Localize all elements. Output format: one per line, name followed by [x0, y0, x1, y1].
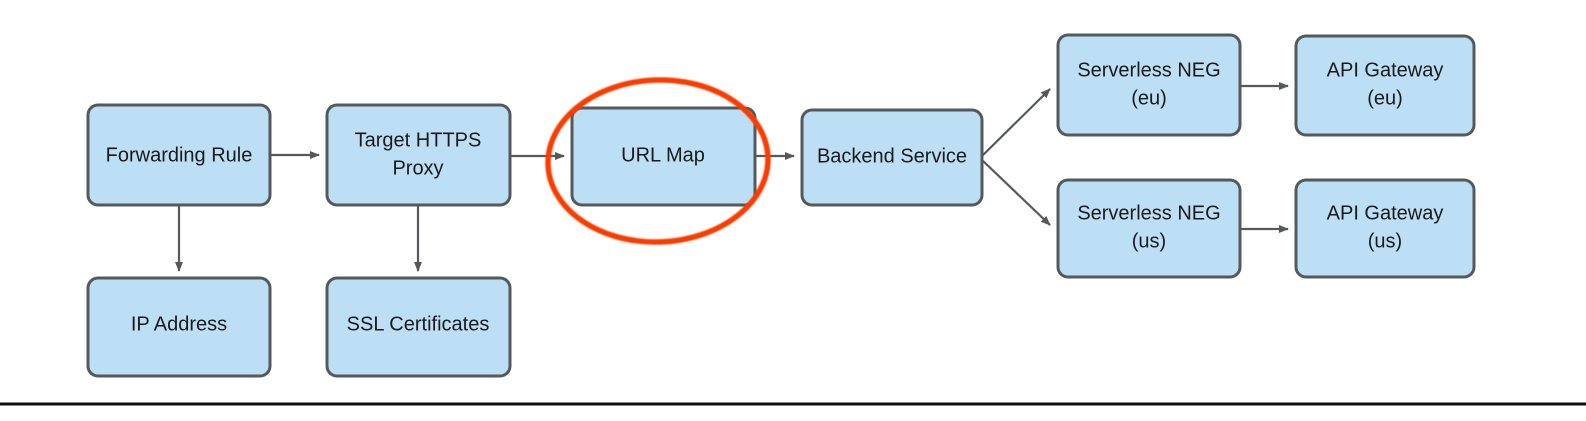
node-api-gateway-us-shape[interactable]: [1294, 178, 1476, 279]
node-serverless-neg-us[interactable]: Serverless NEG (us): [1056, 178, 1242, 279]
node-target-https-proxy-shape[interactable]: [325, 103, 512, 207]
node-api-gateway-eu[interactable]: API Gateway (eu): [1294, 34, 1476, 137]
node-ssl-certificates-label: SSL Certificates: [347, 313, 490, 335]
node-api-gateway-eu-shape[interactable]: [1294, 34, 1476, 137]
node-backend-service-label: Backend Service: [817, 145, 967, 167]
node-serverless-neg-eu-label-line1: Serverless NEG: [1077, 59, 1220, 81]
node-ip-address-shape[interactable]: [86, 276, 272, 378]
edge-layer: [175, 82, 1289, 272]
node-backend-service[interactable]: Backend Service: [800, 108, 984, 207]
node-layer: Forwarding Rule IP Address Target HTTPS …: [86, 33, 1476, 378]
node-forwarding-rule-label: Forwarding Rule: [106, 144, 253, 166]
node-url-map[interactable]: URL Map: [570, 106, 757, 207]
node-forwarding-rule[interactable]: Forwarding Rule: [86, 103, 272, 207]
node-target-https-proxy-label-line1: Target HTTPS: [355, 129, 482, 151]
node-api-gateway-us-label-line2: (us): [1368, 230, 1402, 252]
node-forwarding-rule-shape[interactable]: [86, 103, 272, 207]
edge-backend-service-to-serverless-neg-eu: [981, 88, 1051, 157]
node-serverless-neg-us-shape[interactable]: [1056, 178, 1242, 279]
node-url-map-label: URL Map: [621, 144, 705, 166]
node-api-gateway-us[interactable]: API Gateway (us): [1294, 178, 1476, 279]
url-map-highlight-ellipse: [545, 77, 771, 245]
node-api-gateway-us-label-line1: API Gateway: [1327, 202, 1444, 224]
node-serverless-neg-us-label-line2: (us): [1132, 230, 1166, 252]
node-api-gateway-eu-label-line1: API Gateway: [1327, 59, 1444, 81]
node-serverless-neg-eu[interactable]: Serverless NEG (eu): [1056, 33, 1242, 137]
node-backend-service-shape[interactable]: [800, 108, 984, 207]
node-serverless-neg-eu-shape[interactable]: [1056, 33, 1242, 137]
node-serverless-neg-eu-label-line2: (eu): [1131, 87, 1167, 109]
node-ssl-certificates[interactable]: SSL Certificates: [325, 276, 512, 378]
annotation-layer: [545, 77, 771, 245]
node-ssl-certificates-shape[interactable]: [325, 276, 512, 378]
edge-backend-service-to-serverless-neg-us: [981, 159, 1051, 226]
node-target-https-proxy[interactable]: Target HTTPS Proxy: [325, 103, 512, 207]
node-ip-address-label: IP Address: [131, 313, 227, 335]
node-target-https-proxy-label-line2: Proxy: [392, 157, 443, 179]
node-api-gateway-eu-label-line2: (eu): [1367, 87, 1403, 109]
node-url-map-shape[interactable]: [570, 106, 757, 207]
node-serverless-neg-us-label-line1: Serverless NEG: [1077, 202, 1220, 224]
node-ip-address[interactable]: IP Address: [86, 276, 272, 378]
